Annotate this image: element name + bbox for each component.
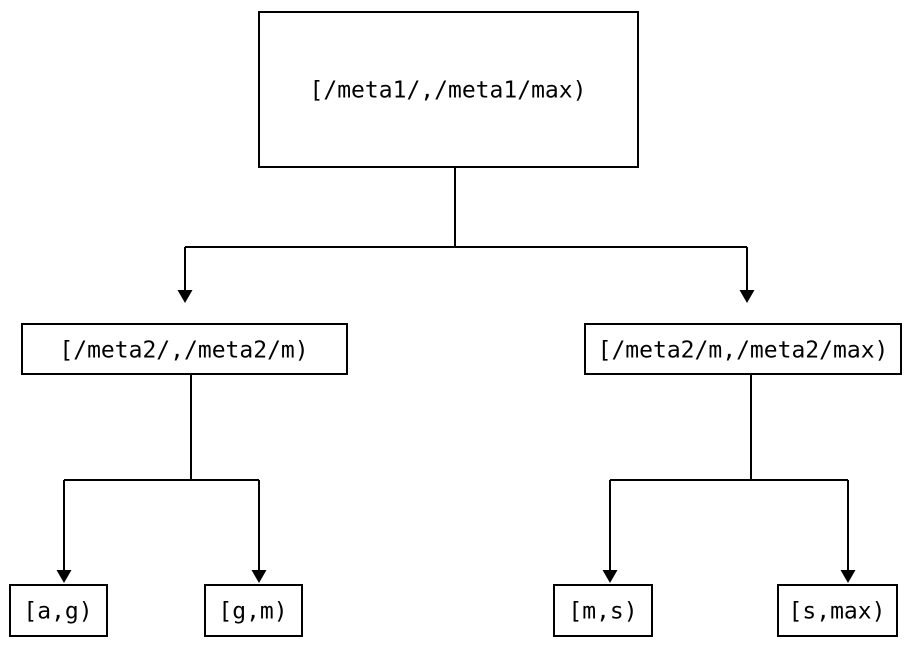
node-level2-left-box[interactable] [21,323,348,375]
arrow-head-level2-right [739,290,755,303]
arrow-head-leaf-m-s [602,570,618,583]
node-root[interactable]: [/meta1/,/meta1/max) [258,11,639,168]
node-leaf-m-s[interactable]: [m,s) [553,584,653,637]
node-leaf-a-g[interactable]: [a,g) [9,584,108,637]
arrow-head-level2-left [177,290,193,303]
node-level2-right-box[interactable] [584,323,902,375]
node-leaf-s-max[interactable]: [s,max) [777,584,898,637]
node-layer: [/meta1/,/meta1/max) [/meta2/,/meta2/m) … [9,11,902,637]
arrow-head-leaf-s-max [840,570,856,583]
node-root-label: [/meta1/,/meta1/max) [310,78,587,104]
node-leaf-a-g-label: [a,g) [23,599,92,625]
arrow-head-leaf-a-g [56,570,72,583]
node-leaf-a-g-box[interactable] [9,584,108,637]
node-leaf-m-s-box[interactable] [553,584,653,637]
node-root-box[interactable] [258,11,639,168]
node-leaf-m-s-label: [m,s) [568,599,637,625]
node-leaf-s-max-label: [s,max) [789,599,886,625]
node-leaf-s-max-box[interactable] [777,584,898,637]
connector-layer [56,168,856,583]
arrow-head-leaf-g-m [251,570,267,583]
node-level2-left-label: [/meta2/,/meta2/m) [59,338,308,364]
node-level2-left[interactable]: [/meta2/,/meta2/m) [21,323,348,375]
node-leaf-g-m-label: [g,m) [218,599,287,625]
node-level2-right[interactable]: [/meta2/m,/meta2/max) [584,323,902,375]
node-leaf-g-m[interactable]: [g,m) [204,584,303,637]
node-leaf-g-m-box[interactable] [204,584,303,637]
node-level2-right-label: [/meta2/m,/meta2/max) [598,338,889,364]
